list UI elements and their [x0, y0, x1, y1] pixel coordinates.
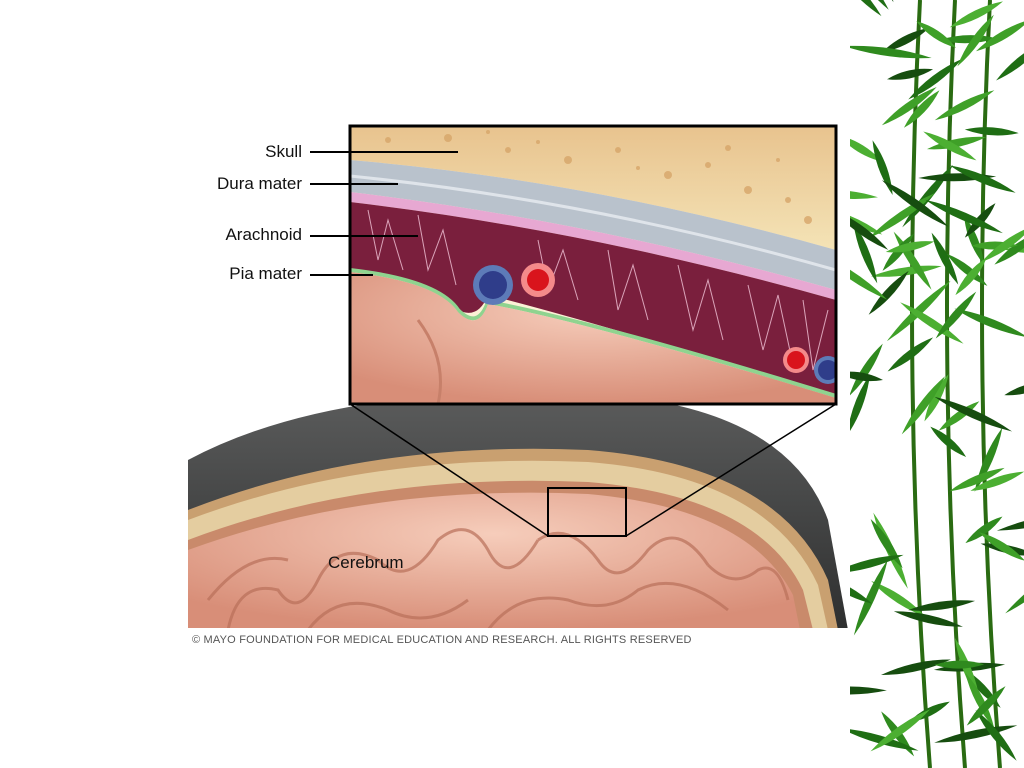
bamboo-leaf	[881, 180, 949, 227]
bamboo-leaf	[949, 1, 1003, 28]
bamboo-leaf	[996, 40, 1024, 81]
bamboo-leaf	[870, 709, 931, 752]
bamboo-leaf	[935, 291, 977, 339]
bamboo-leaf	[970, 471, 1024, 491]
bamboo-leaf	[850, 209, 889, 250]
bamboo-leaf	[893, 611, 963, 627]
inset-frame	[348, 124, 838, 406]
bamboo-leaf	[934, 660, 985, 669]
bamboo-leaf	[975, 19, 1024, 52]
pia-mater-line	[350, 268, 836, 398]
bamboo-leaf	[949, 165, 1016, 193]
bamboo-leaf	[957, 14, 994, 67]
bamboo-leaf	[934, 90, 995, 121]
bamboo-leaf	[850, 573, 873, 604]
label-cerebrum: Cerebrum	[328, 553, 404, 572]
bamboo-leaf	[966, 686, 1006, 726]
brain-surface	[350, 272, 836, 404]
bamboo-leaf	[850, 374, 871, 436]
bamboo-leaf	[981, 226, 1024, 263]
bamboo-leaf	[934, 396, 1013, 432]
bamboo-leaf	[900, 302, 964, 344]
bamboo-leaf	[930, 426, 967, 457]
bamboo-leaf	[965, 672, 995, 729]
bamboo-leaf	[931, 232, 959, 285]
inset-magnified-view	[348, 124, 838, 406]
bamboo-leaf	[850, 371, 883, 382]
bamboo-leaf	[850, 135, 883, 162]
label-pia-mater: Pia mater	[229, 264, 302, 283]
label-dura-mater: Dura mater	[216, 174, 302, 193]
bamboo-leaf	[901, 376, 946, 435]
bamboo-leaf	[868, 270, 909, 315]
bamboo-leaf	[870, 265, 942, 277]
meninges-diagram	[188, 124, 848, 640]
bamboo-leaf	[887, 337, 934, 372]
bamboo-leaf	[926, 136, 987, 150]
bamboo-leaf	[880, 659, 951, 675]
zoom-source-box	[547, 487, 627, 537]
bamboo-leaf	[908, 600, 976, 611]
bamboo-leaf	[923, 131, 977, 161]
copyright-notice: © MAYO FOUNDATION FOR MEDICAL EDUCATION …	[192, 634, 692, 646]
bamboo-leaf	[850, 45, 932, 59]
bamboo-leaf	[1005, 559, 1024, 614]
bamboo-leaf	[885, 241, 935, 253]
bamboo-leaf	[996, 513, 1024, 531]
bamboo-leaf	[955, 257, 987, 296]
skull-layer	[350, 126, 836, 250]
bamboo-leaf	[850, 686, 887, 695]
bamboo-leaf	[886, 68, 934, 80]
label-skull: Skull	[265, 142, 302, 161]
bamboo-leaf	[994, 231, 1024, 265]
bamboo-leaf	[938, 401, 980, 431]
bamboo-leaf	[850, 728, 919, 751]
bamboo-leaf	[949, 467, 1005, 492]
bamboo-leaf	[881, 87, 937, 126]
bamboo-leaf	[853, 559, 888, 636]
bamboo-leaf	[916, 21, 956, 48]
bamboo-leaf	[925, 199, 1003, 234]
bamboo-leaf	[965, 516, 1003, 544]
bamboo-leaf	[946, 253, 988, 286]
bamboo-leaf	[908, 58, 963, 100]
bamboo-leaf	[853, 221, 878, 284]
label-arachnoid: Arachnoid	[225, 225, 302, 244]
bamboo-leaf	[964, 127, 1019, 136]
bamboo-leaf	[850, 554, 904, 574]
bamboo-leaf	[954, 308, 1024, 338]
bamboo-leaf	[850, 0, 882, 17]
bamboo-leaf	[903, 90, 940, 128]
bamboo-leaf	[881, 27, 929, 53]
bamboo-leaves-decoration	[850, 0, 1024, 768]
bamboo-leaf	[975, 710, 1017, 761]
bamboo-leaf	[850, 253, 888, 300]
bamboo-leaf	[871, 580, 926, 617]
bamboo-leaf	[1004, 382, 1024, 396]
bamboo-leaf	[964, 215, 984, 265]
bamboo-leaf	[872, 140, 893, 195]
bamboo-leaf	[850, 343, 883, 396]
arachnoid-layer	[350, 202, 836, 396]
bamboo-leaf	[979, 532, 1024, 561]
bamboo-leaf	[850, 190, 878, 199]
